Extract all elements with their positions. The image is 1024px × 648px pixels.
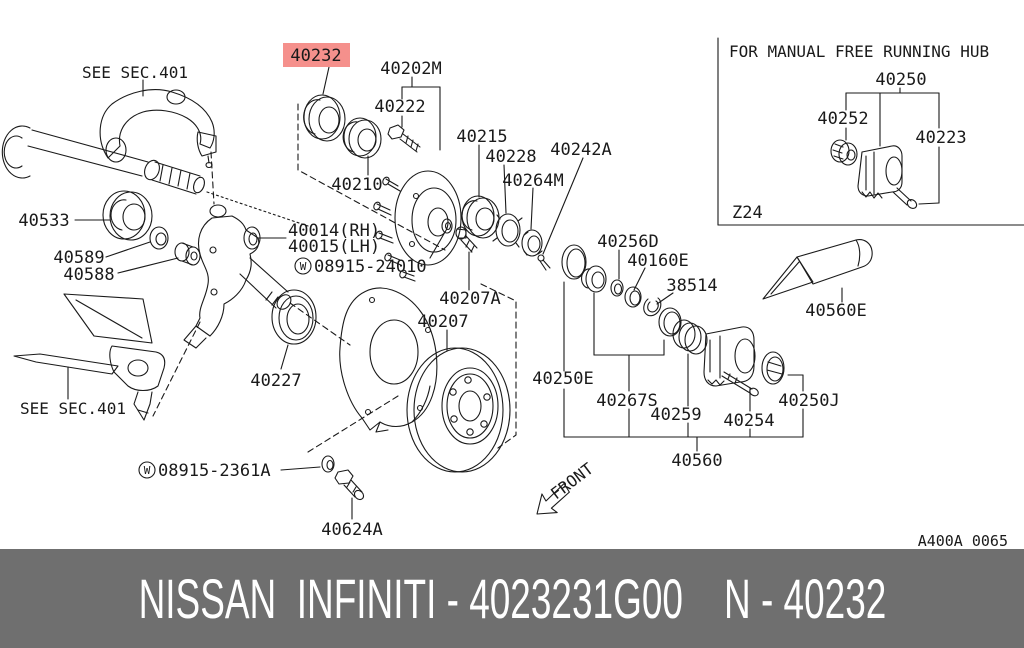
part-label-38514[interactable]: 38514 [666, 276, 717, 296]
part-label-40222[interactable]: 40222 [374, 97, 425, 117]
bearing-40215-drawing [461, 195, 500, 239]
washer-24010-drawing [441, 218, 453, 234]
hub-bolt-drawing [721, 371, 759, 397]
part-label-40210[interactable]: 40210 [331, 175, 382, 195]
labels: 40232 SEE SEC.401 40202M 40222 40210 405… [18, 42, 1008, 549]
catalog-footer-bar: NISSAN INFINITI - 4023231G00 N - 40232 [0, 549, 1024, 648]
spring-40259-drawing [672, 319, 708, 355]
inset-brackets [845, 87, 940, 205]
part-label-40250[interactable]: 40250 [875, 70, 926, 90]
ring-40589-drawing [149, 226, 169, 250]
inset-title: FOR MANUAL FREE RUNNING HUB [729, 42, 989, 61]
part-label-40588[interactable]: 40588 [63, 265, 114, 285]
part-label-40254[interactable]: 40254 [723, 411, 774, 431]
inset-box-border [717, 37, 1024, 226]
grease-tube-40560E-drawing [762, 239, 873, 300]
hub-clutch-40223-drawing [857, 145, 918, 209]
part-label-40202M[interactable]: 40202M [380, 59, 441, 79]
knob-40252-drawing [830, 139, 858, 166]
spindle-nut-40264M-drawing [521, 229, 543, 257]
c-clip-38514-drawing [643, 297, 662, 317]
brake-rotor-40207-drawing [406, 347, 511, 473]
see-section-upper-label: SEE SEC.401 [82, 63, 188, 82]
bolt-40624A-drawing [334, 469, 365, 501]
stub-axle-drawing [1, 125, 205, 195]
washer-2361A-drawing [321, 455, 335, 473]
washer-symbol-w: W [300, 260, 307, 273]
part-label-40624A[interactable]: 40624A [321, 520, 382, 540]
ring-drawing [658, 307, 682, 337]
part-label-40252[interactable]: 40252 [817, 109, 868, 129]
part-label-40014RH[interactable]: 40014(RH) [288, 221, 380, 241]
snap-ring-40250E-drawing [561, 244, 587, 280]
part-label-40223[interactable]: 40223 [915, 128, 966, 148]
group-brackets [401, 76, 804, 452]
part-label-08915-24010[interactable]: 08915-24010 [314, 257, 427, 277]
part-label-40215[interactable]: 40215 [456, 127, 507, 147]
bearing-40210-drawing [342, 117, 382, 159]
part-label-40232[interactable]: 40232 [290, 46, 341, 66]
part-label-40267S[interactable]: 40267S [596, 391, 657, 411]
catalog-footer-text: NISSAN INFINITI - 4023231G00 N - 40232 [138, 567, 886, 630]
part-label-40227[interactable]: 40227 [250, 371, 301, 391]
exploded-parts-diagram: 40232 SEE SEC.401 40202M 40222 40210 405… [1, 37, 1024, 549]
steering-knuckle-drawing [183, 204, 292, 349]
front-arrow-icon [536, 482, 570, 515]
part-label-40250J[interactable]: 40250J [778, 391, 839, 411]
part-label-40264M[interactable]: 40264M [502, 171, 563, 191]
part-label-08915-2361A[interactable]: 08915-2361A [158, 461, 271, 481]
bearing-ring-drawing [581, 265, 607, 293]
hub-body-40254-drawing [703, 326, 756, 387]
part-label-40015LH[interactable]: 40015(LH) [288, 237, 380, 257]
bearing-40533-drawing [102, 190, 153, 241]
part-label-40242A[interactable]: 40242A [550, 140, 611, 160]
part-label-40228[interactable]: 40228 [485, 147, 536, 167]
part-label-40589[interactable]: 40589 [53, 248, 104, 268]
part-label-40560E[interactable]: 40560E [805, 301, 866, 321]
hub-40202M-drawing [373, 170, 462, 282]
highlight-40232 [283, 43, 350, 67]
inset-box [717, 37, 1024, 226]
seal-40227-drawing [271, 289, 317, 345]
front-direction-label: FRONT [547, 459, 597, 503]
bolt-40222-drawing [387, 124, 421, 153]
part-label-40250E[interactable]: 40250E [532, 369, 593, 389]
seal-40232-drawing [303, 94, 346, 142]
washer-40160E-drawing [624, 286, 642, 308]
part-label-40256D[interactable]: 40256D [597, 232, 658, 252]
bushing-40588-drawing [174, 242, 201, 266]
lock-washer-40228-drawing [492, 213, 523, 248]
doc-code-label: A400A 0065 [918, 532, 1008, 549]
part-label-40533[interactable]: 40533 [18, 211, 69, 231]
part-label-40259[interactable]: 40259 [650, 405, 701, 425]
washer-40256D-drawing [610, 279, 624, 297]
cotter-pin-40242A-drawing [537, 254, 551, 271]
part-label-40207[interactable]: 40207 [417, 312, 468, 332]
washer-symbol-24010: W [294, 257, 312, 275]
wheel-studs [373, 176, 416, 282]
cap-40250J-drawing [761, 351, 785, 385]
upper-control-arm-drawing [99, 89, 217, 169]
part-label-40207A[interactable]: 40207A [439, 289, 500, 309]
washer-symbol-2361A: W [138, 461, 156, 479]
part-label-40560[interactable]: 40560 [671, 451, 722, 471]
lower-control-arm-drawing [13, 293, 166, 421]
part-label-40160E[interactable]: 40160E [627, 251, 688, 271]
splash-shield-drawing [339, 287, 438, 433]
bolt-40207A-drawing [455, 226, 478, 253]
inset-model-code: Z24 [732, 203, 763, 223]
see-section-lower-label: SEE SEC.401 [20, 399, 126, 418]
leader-lines [67, 66, 843, 520]
washer-symbol-w: W [144, 464, 151, 477]
dashed-construction-lines [152, 103, 517, 453]
